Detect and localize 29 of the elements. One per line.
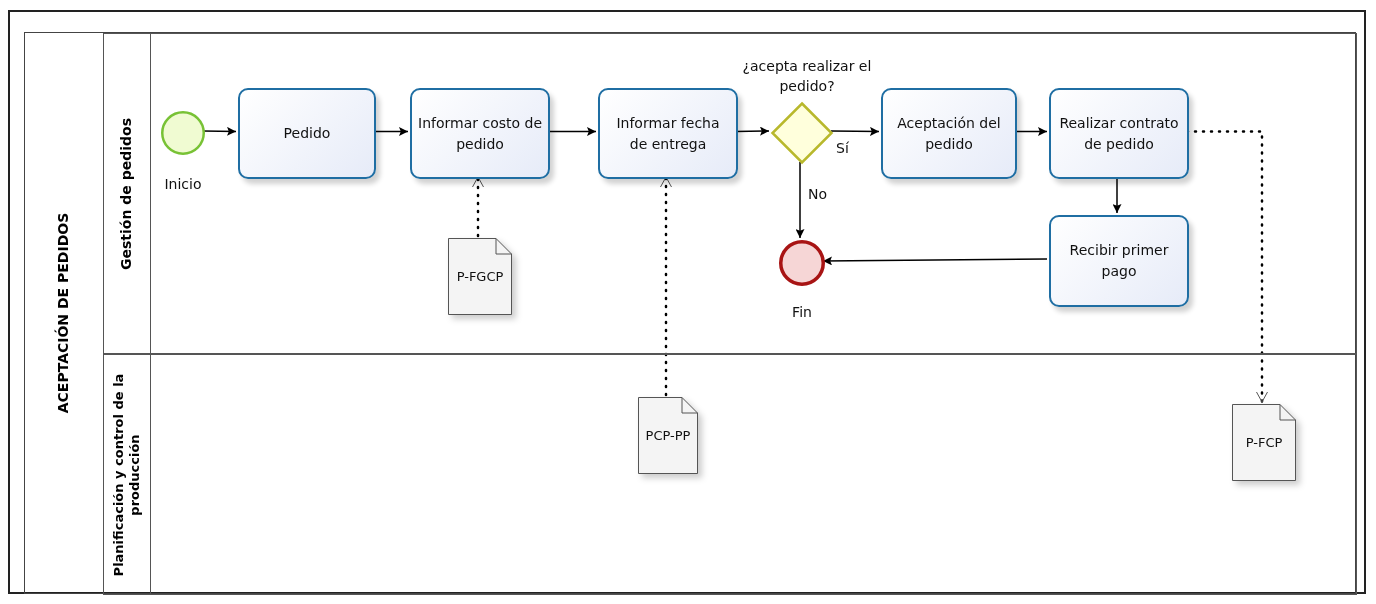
edge-label: No xyxy=(806,186,830,202)
task-box xyxy=(1049,215,1189,307)
event-label: Inicio xyxy=(163,175,203,194)
lane-label: Planificación y control de la producción xyxy=(110,372,143,578)
task-label: Recibir primer pago xyxy=(1068,241,1170,281)
event-label: ¿acepta realizar el pedido? xyxy=(741,57,873,96)
sequence-arrow xyxy=(830,126,880,136)
document-label: P-FGCP xyxy=(456,269,504,284)
task-label: Informar fecha de entrega xyxy=(615,113,721,154)
task-label: Informar costo de pedido xyxy=(418,113,542,154)
task-box xyxy=(238,88,376,179)
task-label: Pedido xyxy=(283,124,331,143)
lane-label: Gestión de pedidos xyxy=(118,117,136,270)
swimlane xyxy=(103,33,1357,354)
task-box xyxy=(881,88,1017,179)
pool xyxy=(24,32,1356,594)
pool-title: ACEPTACIÓN DE PEDIDOS xyxy=(55,212,73,414)
task-box xyxy=(598,88,738,179)
document-label: P-FCP xyxy=(1245,435,1283,450)
task-label: Realizar contrato de pedido xyxy=(1058,113,1180,154)
task-box xyxy=(410,88,550,179)
document-label: PCP-PP xyxy=(645,428,691,443)
task-label: Aceptación del pedido xyxy=(896,113,1002,154)
sequence-arrow xyxy=(795,161,805,239)
sequence-arrow xyxy=(1112,176,1122,214)
edge-label: Sí xyxy=(834,140,851,156)
task-box xyxy=(1049,88,1189,179)
event-label: Fin xyxy=(791,303,813,322)
swimlane xyxy=(103,354,1357,595)
